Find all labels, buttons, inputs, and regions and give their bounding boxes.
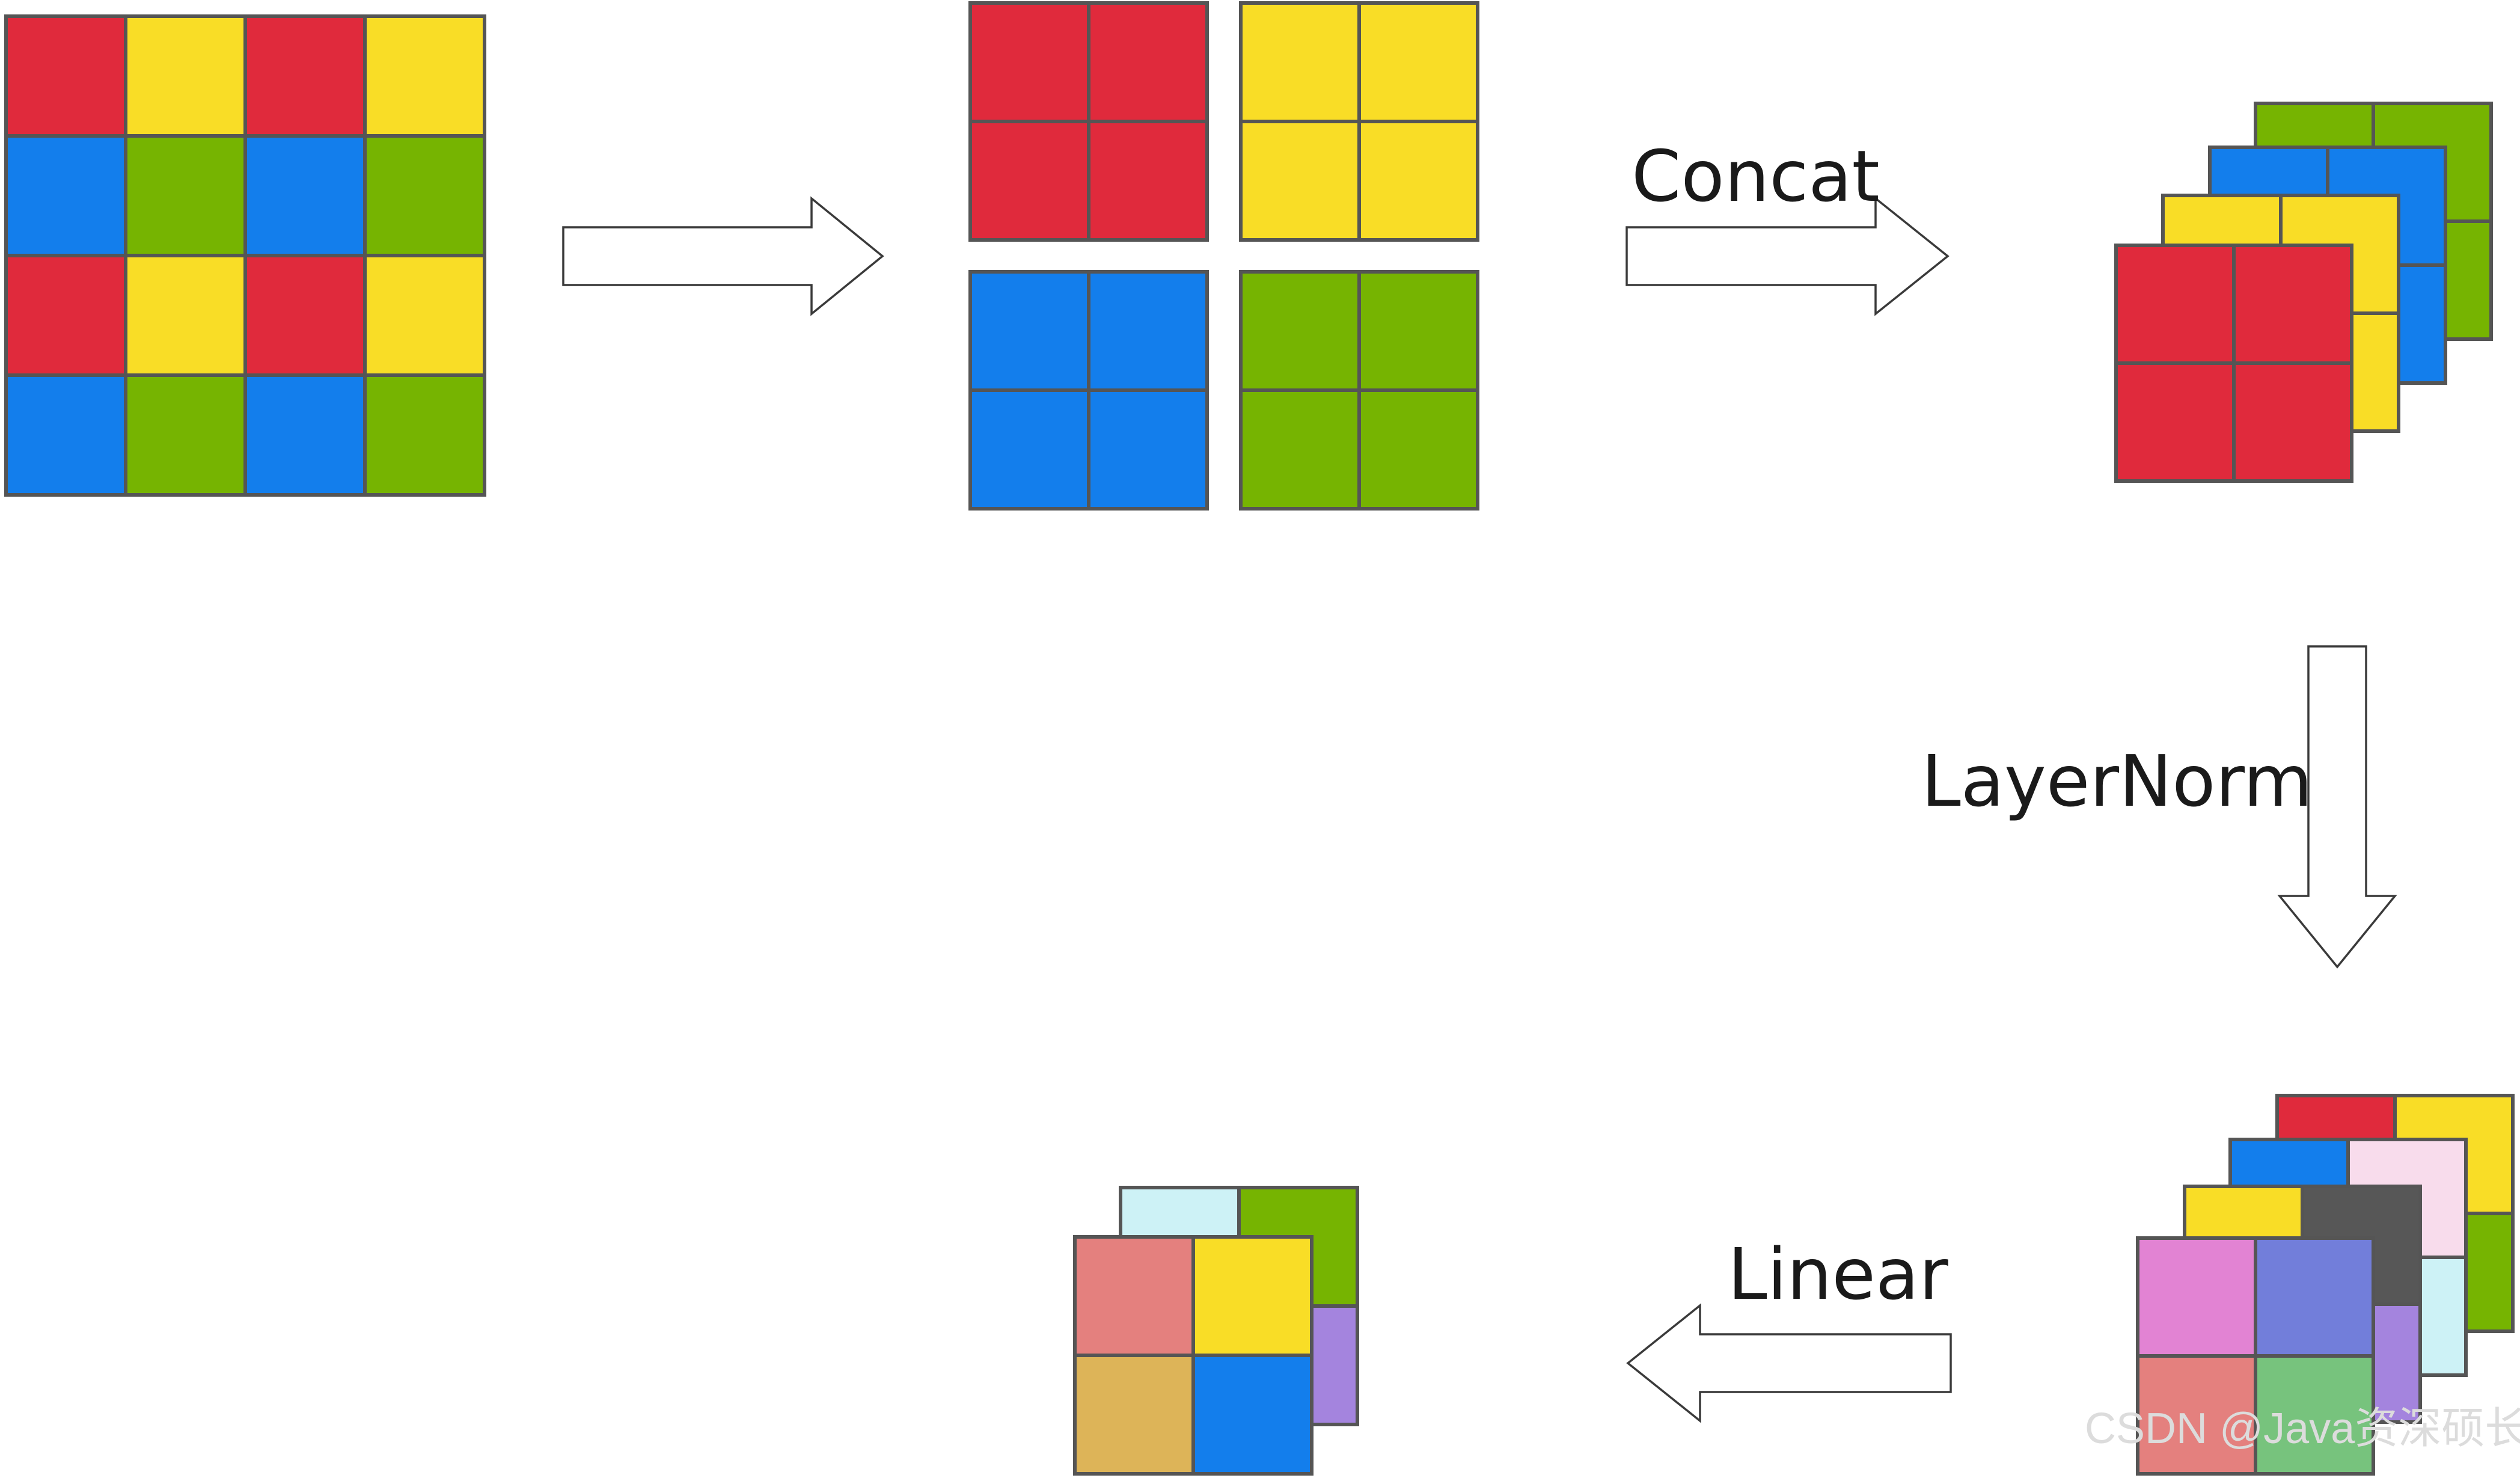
concat-arrow <box>1625 196 1950 316</box>
output-layer-2 <box>1073 1235 1314 1476</box>
input-cell <box>363 254 486 377</box>
split-group-blue-cell <box>968 270 1090 392</box>
input-cell <box>4 373 127 497</box>
output-layer-2-cell <box>1191 1235 1314 1357</box>
output-layer-2-cell <box>1191 1354 1314 1476</box>
normed-layer-4 <box>2136 1236 2375 1476</box>
normed-layer-4-cell <box>2136 1236 2257 1358</box>
concat-label: Concat <box>1632 135 1880 218</box>
layernorm-arrow <box>2277 645 2397 969</box>
split-group-red-cell <box>968 1 1090 123</box>
output-stack <box>1073 1186 1359 1476</box>
input-cell <box>243 373 367 497</box>
split-group-green-cell <box>1357 388 1479 511</box>
split-arrow <box>562 196 884 316</box>
input-feature-map <box>4 14 486 497</box>
linear-label: Linear <box>1728 1233 1948 1316</box>
split-group-red-cell <box>1087 120 1209 242</box>
split-group-green-cell <box>1239 270 1361 392</box>
concat-layer-red <box>2114 244 2353 483</box>
concatenated-stack <box>2114 102 2493 483</box>
split-patch-groups <box>968 1 1479 511</box>
split-group-green <box>1239 270 1479 511</box>
split-group-blue <box>968 270 1209 511</box>
split-group-yellow-cell <box>1357 120 1479 242</box>
concat-layer-red-cell <box>2114 361 2236 483</box>
concat-layer-red-cell <box>2232 244 2353 365</box>
input-cell <box>243 134 367 257</box>
normed-layer-4-cell <box>2254 1236 2375 1358</box>
normed-layer-4-cell <box>2254 1354 2375 1476</box>
split-group-yellow-cell <box>1239 1 1361 123</box>
split-group-red-cell <box>968 120 1090 242</box>
input-cell <box>243 14 367 138</box>
split-group-blue-cell <box>1087 388 1209 511</box>
layernorm-label: LayerNorm <box>1921 740 2313 823</box>
output-layer-2-cell <box>1073 1354 1195 1476</box>
split-group-blue-cell <box>1087 270 1209 392</box>
split-group-blue-cell <box>968 388 1090 511</box>
watermark-text: CSDN @Java资深硕长 <box>2085 1405 2520 1453</box>
split-group-green-cell <box>1357 270 1479 392</box>
split-group-red-cell <box>1087 1 1209 123</box>
input-cell <box>243 254 367 377</box>
split-group-yellow-cell <box>1357 1 1479 123</box>
input-cell <box>4 134 127 257</box>
concat-layer-red-cell <box>2114 244 2236 365</box>
input-cell <box>124 14 247 138</box>
input-cell <box>4 254 127 377</box>
normed-layer-4-cell <box>2136 1354 2257 1476</box>
input-cell <box>124 254 247 377</box>
input-cell <box>124 134 247 257</box>
output-layer-2-cell <box>1073 1235 1195 1357</box>
input-cell <box>363 134 486 257</box>
normalized-stack <box>2136 1094 2515 1476</box>
split-group-red <box>968 1 1209 242</box>
concat-layer-red-cell <box>2232 361 2353 483</box>
input-cell <box>124 373 247 497</box>
split-group-yellow-cell <box>1239 120 1361 242</box>
split-group-green-cell <box>1239 388 1361 511</box>
split-group-yellow <box>1239 1 1479 242</box>
input-cell <box>363 14 486 138</box>
input-cell <box>4 14 127 138</box>
input-cell <box>363 373 486 497</box>
linear-arrow <box>1626 1303 1952 1423</box>
